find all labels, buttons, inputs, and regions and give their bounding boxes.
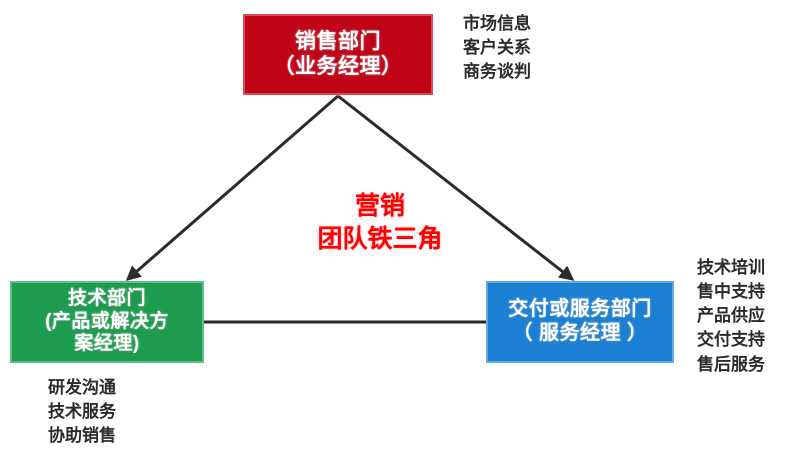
annotation-delivery-line-1: 技术培训 bbox=[697, 258, 765, 277]
center-title: 营销 团队铁三角 bbox=[280, 190, 480, 256]
annotation-sales-line-3: 商务谈判 bbox=[463, 62, 531, 82]
connector-sales-to-delivery bbox=[337, 94, 575, 281]
annotation-tech-line-2: 技术服务 bbox=[48, 402, 116, 422]
node-technical-department[interactable]: 技术部门 (产品或解决方 案经理) bbox=[10, 281, 204, 363]
node-tech-line-3: 案经理) bbox=[74, 333, 140, 355]
node-sales-line-1: 销售部门 bbox=[295, 29, 381, 53]
annotation-delivery-line-2: 售中支持 bbox=[697, 282, 765, 302]
annotation-sales-responsibilities: 市场信息 客户关系 商务谈判 bbox=[463, 12, 531, 84]
annotation-delivery-line-5: 售后服务 bbox=[697, 354, 765, 374]
annotation-delivery-responsibilities: 技术培训 售中支持 产品供应 交付支持 售后服务 bbox=[697, 256, 765, 377]
connector-sales-to-tech bbox=[125, 94, 339, 281]
annotation-delivery-line-3: 产品供应 bbox=[697, 306, 765, 326]
annotation-delivery-line-4: 交付支持 bbox=[697, 330, 765, 350]
annotation-technical-responsibilities: 研发沟通 技术服务 协助销售 bbox=[48, 376, 116, 448]
annotation-sales-line-1: 市场信息 bbox=[463, 14, 531, 33]
node-sales-department[interactable]: 销售部门 （业务经理） bbox=[243, 14, 433, 95]
annotation-sales-line-2: 客户关系 bbox=[463, 38, 531, 58]
node-tech-line-2: (产品或解决方 bbox=[45, 310, 169, 332]
node-delivery-service-department[interactable]: 交付或服务部门 （ 服务经理 ） bbox=[486, 281, 674, 363]
annotation-tech-line-1: 研发沟通 bbox=[48, 378, 116, 397]
node-tech-line-1: 技术部门 bbox=[67, 288, 146, 310]
node-sales-line-2: （业务经理） bbox=[273, 54, 403, 78]
center-title-line-1: 营销 bbox=[354, 192, 405, 220]
node-delivery-line-2: （ 服务经理 ） bbox=[512, 322, 648, 344]
node-delivery-line-1: 交付或服务部门 bbox=[508, 298, 652, 321]
center-title-line-2: 团队铁三角 bbox=[317, 225, 443, 253]
annotation-tech-line-3: 协助销售 bbox=[48, 426, 116, 446]
